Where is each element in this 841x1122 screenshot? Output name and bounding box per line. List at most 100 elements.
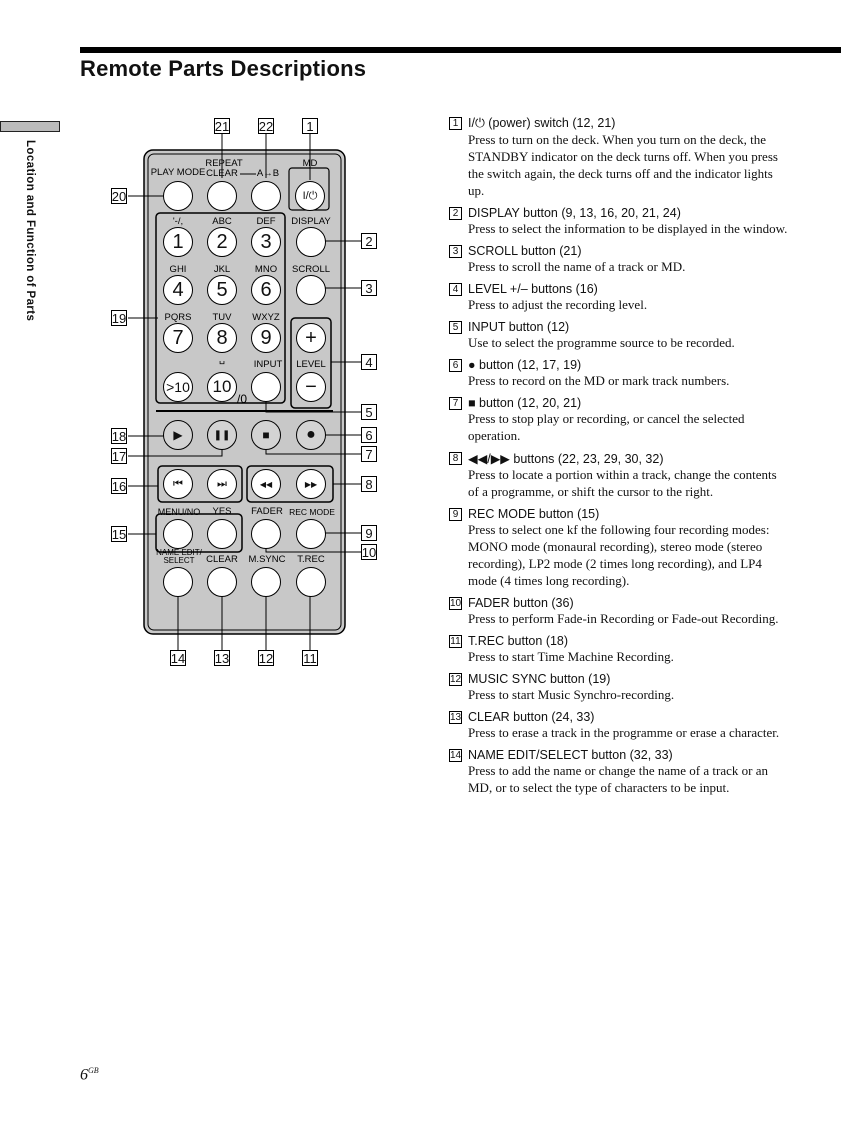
ab-button[interactable] (251, 181, 281, 211)
rewind-icon: ◀◀ (259, 479, 273, 489)
callout-15: 15 (111, 526, 127, 542)
menu-no-button[interactable] (163, 519, 193, 549)
ab-label: A↔B (256, 168, 280, 179)
fast-forward-button[interactable]: ▶▶ (296, 469, 326, 499)
fader-button[interactable] (251, 519, 281, 549)
repeat-button[interactable] (207, 181, 237, 211)
callout-12: 12 (258, 650, 274, 666)
next-track-button[interactable]: ⏭ (207, 469, 237, 499)
item-heading: ◀◀/▶▶ buttons (22, 23, 29, 30, 32) (468, 452, 664, 466)
key-5[interactable]: 5 (207, 275, 237, 305)
rec-icon: ● (306, 426, 316, 443)
key-9-letters: WXYZ (252, 312, 280, 323)
m-sync-label: M.SYNC (248, 554, 286, 565)
key-8-letters: TUV (212, 312, 232, 323)
item-number: 13 (449, 710, 462, 724)
item-heading: MUSIC SYNC button (19) (468, 672, 611, 686)
key-2-letters: ABC (212, 216, 232, 227)
name-edit-select-button[interactable] (163, 567, 193, 597)
item-heading: INPUT button (12) (468, 320, 570, 334)
clear-bottom-label: CLEAR (206, 554, 238, 565)
rec-button[interactable]: ● (296, 420, 326, 450)
power-button[interactable]: I/⏻ (295, 181, 325, 211)
item-number: 6 (449, 358, 462, 372)
key-10[interactable]: 10 (207, 372, 237, 402)
menu-no-label: MENU/NO (157, 507, 201, 517)
key-5-letters: JKL (213, 264, 231, 275)
callout-17: 17 (111, 448, 127, 464)
item-number: 8 (449, 452, 462, 465)
key-1-letters: '-/, (172, 216, 184, 227)
item-number: 10 (449, 596, 462, 610)
pause-button[interactable]: ❚❚ (207, 420, 237, 450)
item-heading: LEVEL +/– buttons (16) (468, 282, 598, 296)
prev-track-button[interactable]: ⏮ (163, 469, 193, 499)
item-heading: ● button (12, 17, 19) (468, 358, 582, 372)
display-label: DISPLAY (291, 216, 331, 227)
stop-button[interactable]: ■ (251, 420, 281, 450)
callout-7: 7 (361, 446, 377, 462)
item-heading: SCROLL button (21) (468, 244, 582, 258)
description-item: 7■ button (12, 20, 21)Press to stop play… (449, 396, 789, 444)
t-rec-button[interactable] (296, 567, 326, 597)
power-icon: I/⏻ (302, 189, 318, 202)
rewind-button[interactable]: ◀◀ (251, 469, 281, 499)
section-tab-marker (0, 121, 60, 132)
remote-outline (128, 134, 361, 650)
item-body: Press to start Time Machine Recording. (468, 649, 674, 664)
callout-13: 13 (214, 650, 230, 666)
key-1[interactable]: 1 (163, 227, 193, 257)
item-number: 14 (449, 748, 462, 762)
callout-1: 1 (302, 118, 318, 134)
item-heading: I/⏻ (power) switch (12, 21) (468, 116, 616, 130)
prev-track-icon: ⏮ (173, 477, 183, 490)
item-body: Press to adjust the recording level. (468, 297, 648, 312)
key-over-10[interactable]: >10 (163, 372, 193, 402)
clear-button[interactable] (207, 567, 237, 597)
item-body: Press to select one kf the following fou… (468, 522, 770, 588)
key-4[interactable]: 4 (163, 275, 193, 305)
music-sync-button[interactable] (251, 567, 281, 597)
scroll-label: SCROLL (291, 264, 331, 275)
item-number: 2 (449, 206, 462, 220)
key-3[interactable]: 3 (251, 227, 281, 257)
key-9[interactable]: 9 (251, 323, 281, 353)
level-minus-button[interactable]: − (296, 372, 326, 402)
play-icon: ▶ (173, 428, 183, 442)
display-button[interactable] (296, 227, 326, 257)
play-mode-button[interactable] (163, 181, 193, 211)
play-button[interactable]: ▶ (163, 420, 193, 450)
scroll-button[interactable] (296, 275, 326, 305)
item-heading: T.REC button (18) (468, 634, 569, 648)
item-number: 3 (449, 244, 462, 258)
section-tab-label: Location and Function of Parts (24, 140, 36, 322)
key-7[interactable]: 7 (163, 323, 193, 353)
item-body: Press to scroll the name of a track or M… (468, 259, 686, 274)
callout-11: 11 (302, 650, 318, 666)
callout-4: 4 (361, 354, 377, 370)
item-body: Press to record on the MD or mark track … (468, 373, 730, 388)
rec-mode-button[interactable] (296, 519, 326, 549)
key-8[interactable]: 8 (207, 323, 237, 353)
item-number: 9 (449, 507, 462, 521)
yes-button[interactable] (207, 519, 237, 549)
key-7-letters: PQRS (164, 312, 192, 323)
level-plus-button[interactable]: + (296, 323, 326, 353)
callout-10: 10 (361, 544, 377, 560)
item-body: Press to add the name or change the name… (468, 763, 768, 795)
callout-16: 16 (111, 478, 127, 494)
page-number-value: 6 (80, 1066, 88, 1084)
item-body: Press to select the information to be di… (468, 221, 788, 236)
key-6[interactable]: 6 (251, 275, 281, 305)
input-button[interactable] (251, 372, 281, 402)
play-mode-label: PLAY MODE (150, 167, 206, 178)
key-2[interactable]: 2 (207, 227, 237, 257)
callout-9: 9 (361, 525, 377, 541)
